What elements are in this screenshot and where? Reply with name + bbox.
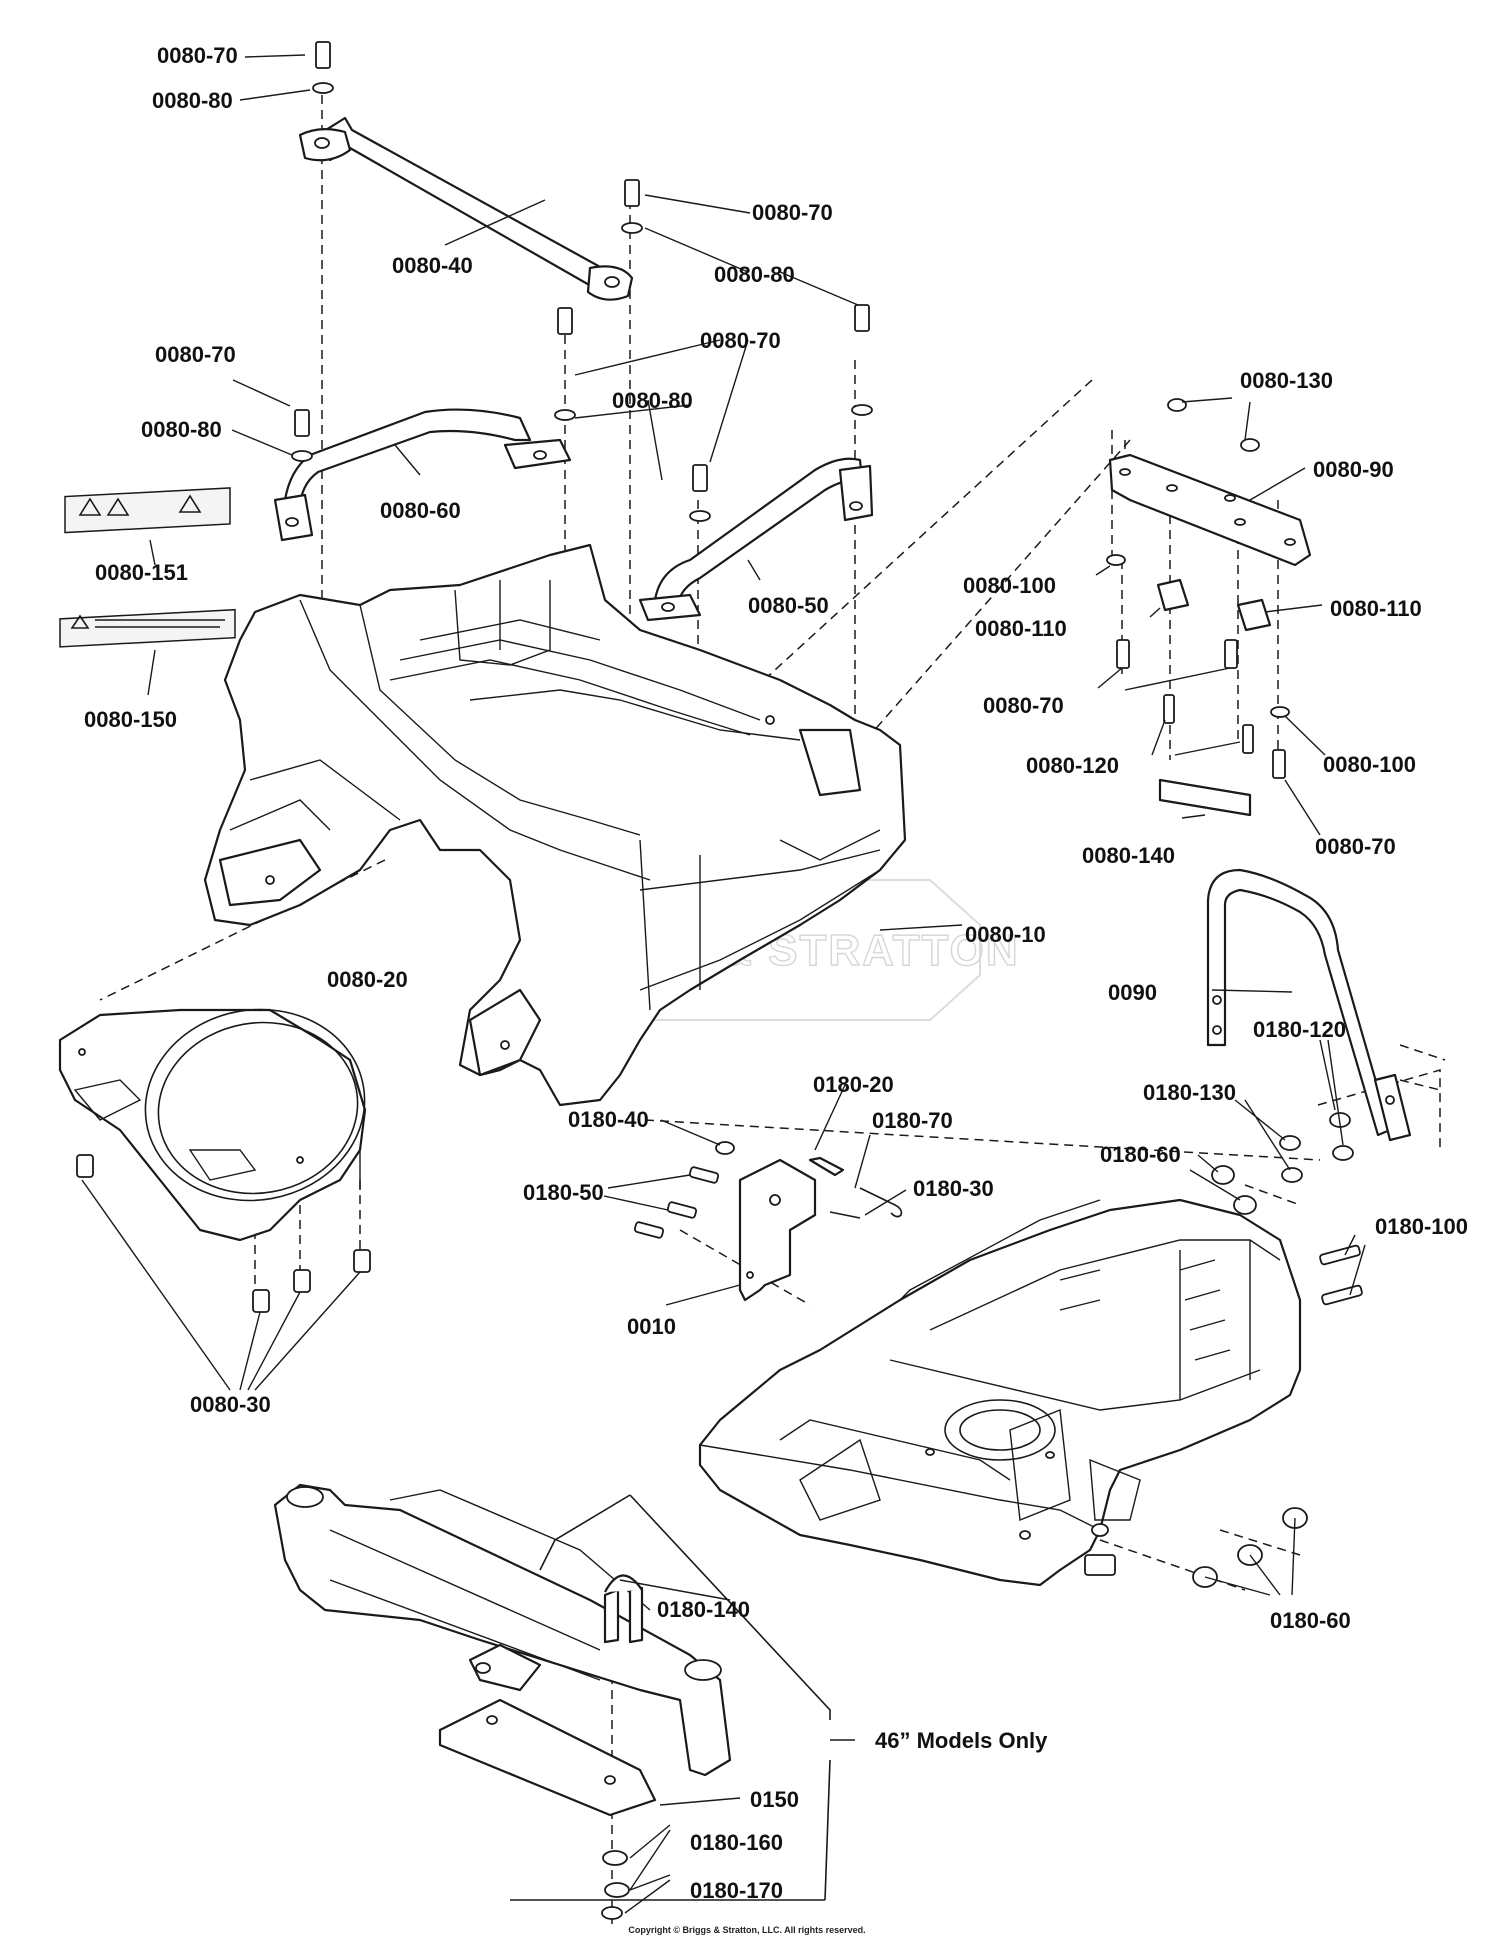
- label-0080-110-b: 0080-110: [1330, 596, 1422, 621]
- label-0180-60-b: 0180-60: [1270, 1608, 1351, 1633]
- label-0080-70-f: 0080-70: [1315, 834, 1396, 859]
- label-0080-60: 0080-60: [380, 498, 461, 523]
- handle-bar-0080-60: [273, 408, 572, 542]
- label-0180-60-a: 0180-60: [1100, 1142, 1181, 1167]
- label-0080-80-c: 0080-80: [612, 388, 693, 413]
- label-0080-50: 0080-50: [748, 593, 829, 618]
- hardware-top: [291, 41, 873, 522]
- label-0080-20: 0080-20: [327, 967, 408, 992]
- copyright-text: Copyright © Briggs & Stratton, LLC. All …: [628, 1925, 865, 1935]
- hardware-0080-30: [76, 1154, 371, 1313]
- label-0080-80-a: 0080-80: [152, 88, 233, 113]
- rops-bar-0090: [1206, 868, 1412, 1142]
- label-0080-80-b: 0080-80: [714, 262, 795, 287]
- label-0080-151: 0080-151: [95, 560, 188, 585]
- label-0180-170: 0180-170: [690, 1878, 783, 1903]
- handle-bar-0080-40: [298, 116, 634, 301]
- label-0080-140: 0080-140: [1082, 843, 1175, 868]
- leader-lines: [81, 54, 1366, 1914]
- label-0080-70-a: 0080-70: [157, 43, 238, 68]
- label-0180-160: 0180-160: [690, 1830, 783, 1855]
- label-0080-10: 0080-10: [965, 922, 1046, 947]
- label-0090: 0090: [1108, 980, 1157, 1005]
- label-0080-130: 0080-130: [1240, 368, 1333, 393]
- engine-shroud-0080-20: [58, 1008, 367, 1242]
- front-axle-assembly: [273, 1483, 732, 1920]
- label-0080-80-d: 0080-80: [141, 417, 222, 442]
- label-0180-100: 0180-100: [1375, 1214, 1468, 1239]
- part-labels: 0080-70 0080-80 0080-40 0080-70 0080-80 …: [84, 43, 1468, 1935]
- label-0180-20: 0180-20: [813, 1072, 894, 1097]
- bracket-note: 46” Models Only: [875, 1728, 1048, 1753]
- label-0150: 0150: [750, 1787, 799, 1812]
- label-0080-70-d: 0080-70: [155, 342, 236, 367]
- label-0180-120: 0180-120: [1253, 1017, 1346, 1042]
- label-0080-150: 0080-150: [84, 707, 177, 732]
- mount-bracket-0010: [633, 1141, 903, 1302]
- label-0080-100-a: 0080-100: [963, 573, 1056, 598]
- label-0080-100-b: 0080-100: [1323, 752, 1416, 777]
- label-0080-110-a: 0080-110: [975, 616, 1067, 641]
- label-0180-140: 0180-140: [657, 1597, 750, 1622]
- seat-hardware: [1106, 398, 1290, 817]
- label-0080-30: 0080-30: [190, 1392, 271, 1417]
- frame: [698, 1198, 1302, 1587]
- seat-bracket-0080-90: [1108, 453, 1312, 567]
- label-0080-70-e: 0080-70: [983, 693, 1064, 718]
- label-0180-130: 0180-130: [1143, 1080, 1236, 1105]
- label-0180-50: 0180-50: [523, 1180, 604, 1205]
- label-0180-30: 0180-30: [913, 1176, 994, 1201]
- label-0080-90: 0080-90: [1313, 457, 1394, 482]
- decal-0080-151: [64, 487, 231, 534]
- label-0080-40: 0080-40: [392, 253, 473, 278]
- label-0010: 0010: [627, 1314, 676, 1339]
- seat-pan-0080-10: [203, 543, 907, 1107]
- decal-0080-150: [59, 608, 236, 648]
- label-0080-70-c: 0080-70: [700, 328, 781, 353]
- handle-bar-0080-50: [638, 457, 874, 622]
- label-0180-70: 0180-70: [872, 1108, 953, 1133]
- label-0180-40: 0180-40: [568, 1107, 649, 1132]
- frame-nuts: [1192, 1507, 1308, 1588]
- label-0080-120: 0080-120: [1026, 753, 1119, 778]
- label-0080-70-b: 0080-70: [752, 200, 833, 225]
